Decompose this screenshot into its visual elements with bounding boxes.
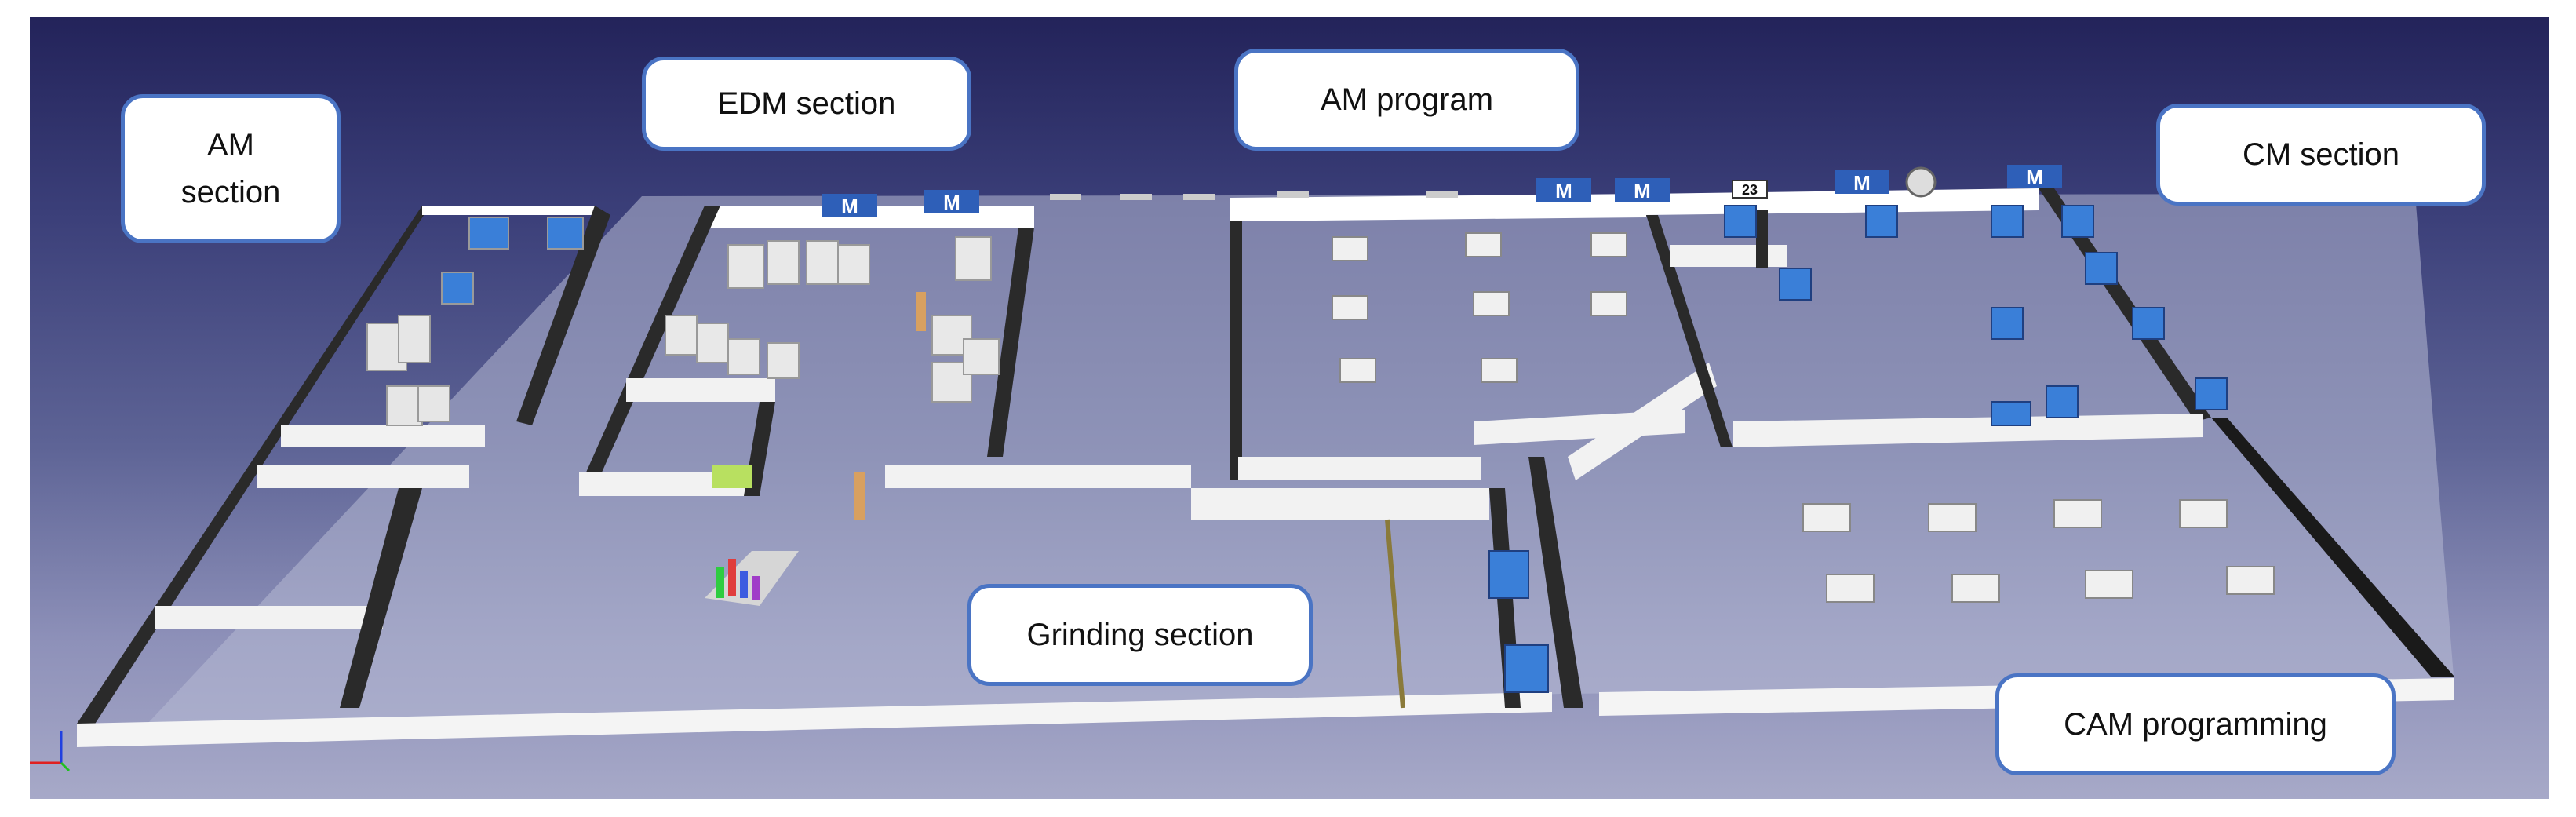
xyz-axis-icon [30, 731, 71, 772]
am-machines [366, 217, 584, 426]
callout-cam-programming-label: CAM programming [2064, 707, 2327, 742]
bar-chart-display [705, 551, 799, 606]
callout-am-section-line1: AM [207, 128, 254, 162]
edm-machines [665, 236, 1000, 403]
machine-badge: M [1555, 179, 1572, 202]
cm-machines [1724, 205, 2228, 426]
callout-grinding-section: Grinding section [967, 584, 1313, 686]
machine-badge: M [841, 195, 858, 218]
machine-badge: M [1853, 171, 1871, 195]
callout-cm-section: CM section [2156, 104, 2486, 206]
printer-machine [712, 465, 752, 488]
callout-grinding-section-label: Grinding section [1026, 618, 1254, 652]
machine-badge: M [943, 191, 960, 214]
machine-badge: M [2026, 166, 2043, 189]
3d-viewport[interactable]: M M M M M M 23 AM section EDM section AM … [30, 17, 2549, 799]
callout-am-section: AM section [121, 94, 341, 243]
grinding-machines [1488, 550, 1549, 693]
callout-edm-section-label: EDM section [717, 86, 896, 121]
cam-programming-desks [1802, 499, 2275, 603]
callout-am-program: AM program [1234, 49, 1579, 151]
worker-figures [854, 292, 926, 520]
am-program-desks [1332, 232, 1627, 383]
callout-am-program-label: AM program [1320, 82, 1494, 117]
wall-sign-row [822, 165, 2062, 217]
clock-icon [1905, 166, 1937, 198]
grinding-rail [1385, 519, 1405, 709]
callout-cam-programming: CAM programming [1995, 673, 2396, 775]
callout-edm-section: EDM section [642, 57, 971, 151]
machine-badge: M [1634, 179, 1651, 202]
counter-display: 23 [1742, 182, 1758, 198]
callout-am-section-line2: section [180, 175, 281, 210]
am-program-walls [1191, 194, 1717, 520]
callout-cm-section-label: CM section [2242, 137, 2400, 172]
am-section-walls [77, 206, 610, 728]
front-wall-left [77, 692, 1552, 747]
